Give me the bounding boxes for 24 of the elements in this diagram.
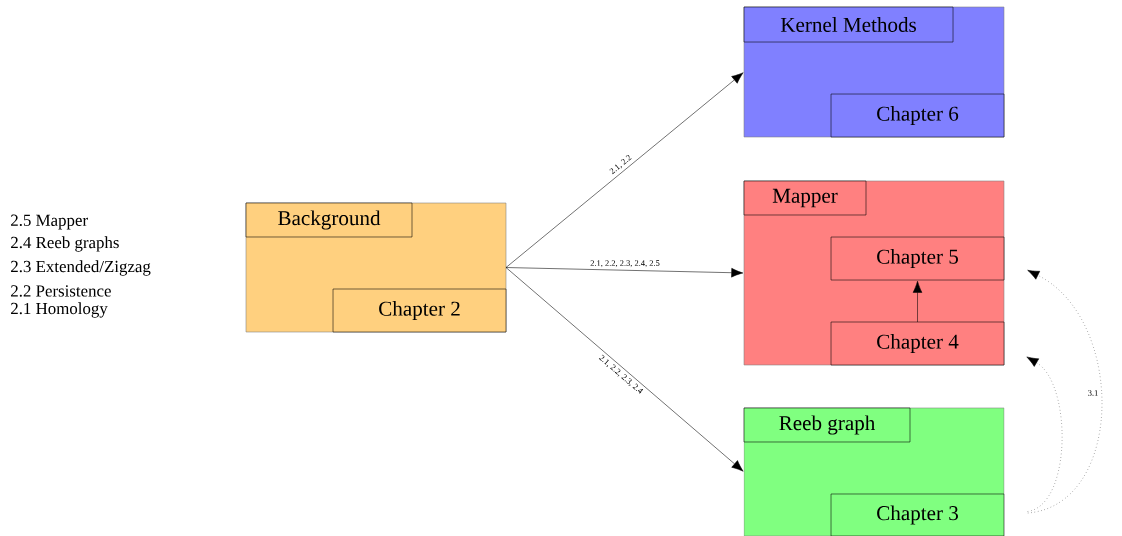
arrow xyxy=(505,72,744,268)
panel-title: Reeb graph xyxy=(743,407,911,443)
chapter-box: Chapter 5 xyxy=(830,236,1005,281)
panel-title: Mapper xyxy=(743,180,867,216)
arrow xyxy=(505,267,744,472)
section-item: 2.4 Reeb graphs xyxy=(11,236,119,252)
chapter-box: Chapter 2 xyxy=(332,288,507,333)
arrow xyxy=(505,267,744,278)
section-item: 2.2 Persistence xyxy=(11,285,111,297)
chapter-box: Chapter 6 xyxy=(830,93,1005,138)
arrow xyxy=(912,280,923,323)
edge-label: 2.1, 2.2 xyxy=(609,154,632,175)
edge-label: 3.1 xyxy=(1088,390,1098,396)
arrow xyxy=(1026,356,1063,512)
edge-label: 2.1, 2.2, 2.3, 2.4, 2.5 xyxy=(590,260,660,268)
section-item: 2.3 Extended/Zigzag xyxy=(11,260,151,276)
panel-title: Background xyxy=(245,202,413,238)
section-item: 2.1 Homology xyxy=(11,302,108,318)
arrow xyxy=(1027,269,1103,514)
chapter-box: Chapter 3 xyxy=(830,493,1005,536)
chapter-box: Chapter 4 xyxy=(830,321,1005,366)
edge-label: 2.1, 2.2, 2.3, 2.4 xyxy=(598,354,644,394)
section-item: 2.5 Mapper xyxy=(11,214,88,230)
panel-title: Kernel Methods xyxy=(743,6,954,43)
